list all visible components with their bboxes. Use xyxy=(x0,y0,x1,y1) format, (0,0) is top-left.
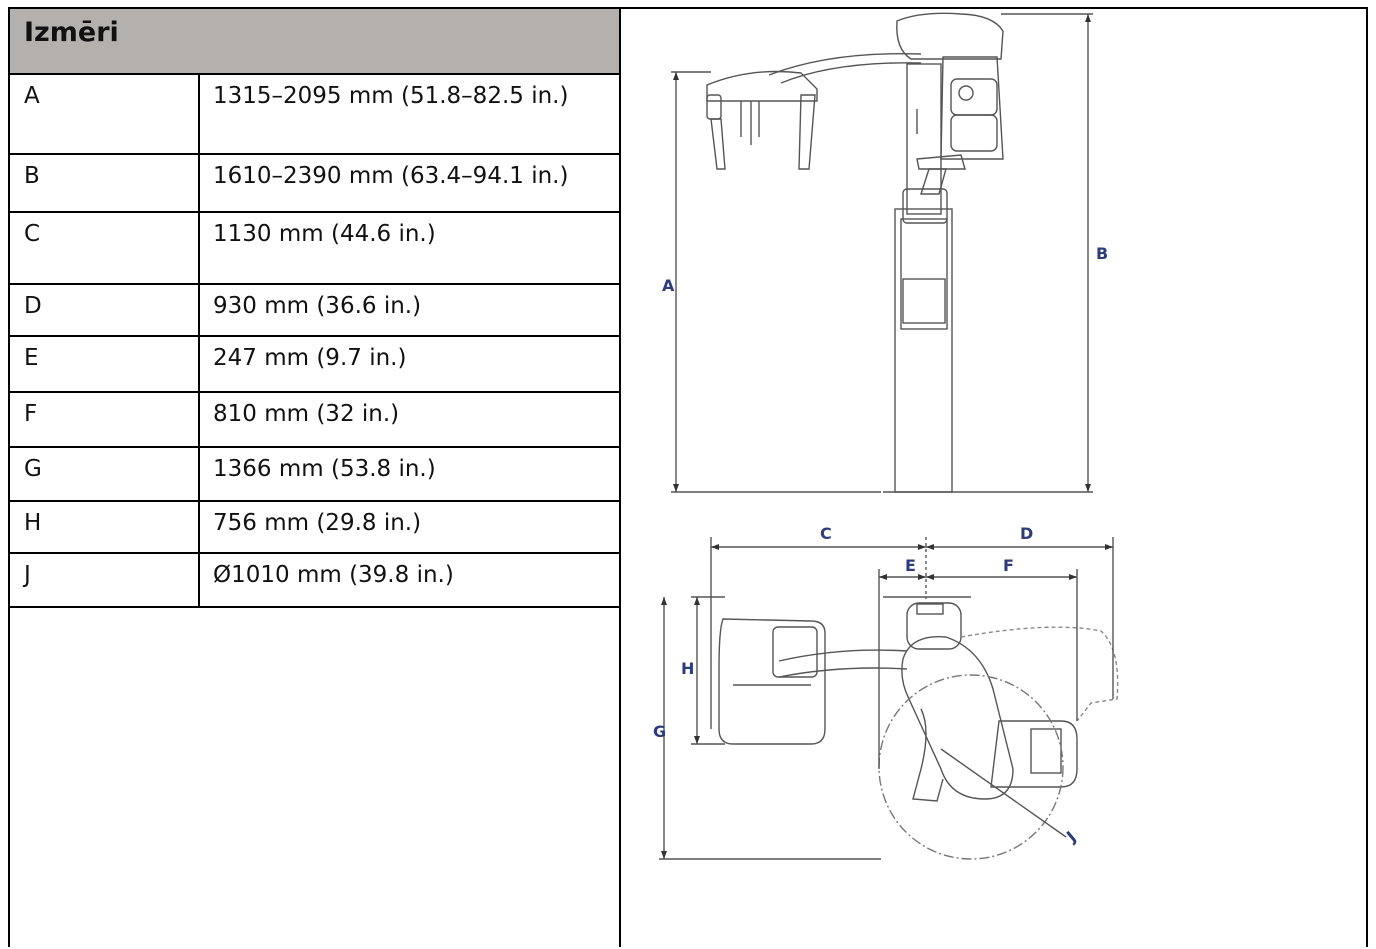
row-value: 1315–2095 mm (51.8–82.5 in.) xyxy=(213,83,569,109)
table-row: J Ø1010 mm (39.8 in.) xyxy=(10,554,619,608)
row-label: A xyxy=(24,83,40,109)
row-value: 810 mm (32 in.) xyxy=(213,401,400,427)
dimensions-table: Izmēri A 1315–2095 mm (51.8–82.5 in.) B … xyxy=(8,7,1368,947)
dimension-label-b: B xyxy=(1096,244,1108,263)
row-value: 247 mm (9.7 in.) xyxy=(213,345,407,371)
dimension-label-e: E xyxy=(905,556,916,575)
dimension-label-a: A xyxy=(662,276,675,295)
table-row: H 756 mm (29.8 in.) xyxy=(10,502,619,554)
table-row: A 1315–2095 mm (51.8–82.5 in.) xyxy=(10,75,619,155)
row-value: 930 mm (36.6 in.) xyxy=(213,293,422,319)
diagram-svg: A B C D E F G H J xyxy=(653,12,1119,860)
dimension-line-e-f xyxy=(878,569,1078,769)
column-divider xyxy=(198,213,200,283)
column-divider xyxy=(198,155,200,211)
row-label: J xyxy=(24,562,31,588)
side-view-drawing xyxy=(706,12,1004,493)
table-row: E 247 mm (9.7 in.) xyxy=(10,337,619,393)
dimensions-column: Izmēri A 1315–2095 mm (51.8–82.5 in.) B … xyxy=(10,9,621,947)
top-view-drawing xyxy=(718,596,1119,860)
table-row: B 1610–2390 mm (63.4–94.1 in.) xyxy=(10,155,619,213)
row-label: D xyxy=(24,293,42,319)
table-row: F 810 mm (32 in.) xyxy=(10,393,619,448)
column-divider xyxy=(198,393,200,446)
table-row: C 1130 mm (44.6 in.) xyxy=(10,213,619,285)
row-label: C xyxy=(24,221,41,247)
row-label: E xyxy=(24,345,39,371)
row-value: 1130 mm (44.6 in.) xyxy=(213,221,436,247)
row-value: Ø1010 mm (39.8 in.) xyxy=(213,562,454,588)
dimension-label-h: H xyxy=(681,659,694,678)
column-divider xyxy=(198,502,200,552)
dimension-line-c-d xyxy=(710,537,1114,729)
table-title: Izmēri xyxy=(10,9,619,75)
dimension-label-g: G xyxy=(653,722,666,741)
column-divider xyxy=(198,337,200,391)
dimension-line-g xyxy=(659,597,881,860)
row-label: B xyxy=(24,163,40,189)
table-row: D 930 mm (36.6 in.) xyxy=(10,285,619,337)
dimension-label-f: F xyxy=(1003,556,1014,575)
dimension-line-b xyxy=(966,13,1093,493)
column-divider xyxy=(198,554,200,606)
dimension-label-c: C xyxy=(820,524,832,543)
row-label: F xyxy=(24,401,38,427)
column-divider xyxy=(198,285,200,335)
table-row: G 1366 mm (53.8 in.) xyxy=(10,448,619,502)
dimension-line-h xyxy=(691,596,725,745)
row-value: 756 mm (29.8 in.) xyxy=(213,510,422,536)
row-value: 1366 mm (53.8 in.) xyxy=(213,456,436,482)
device-dimensions-diagram: A B C D E F G H J xyxy=(621,9,1366,949)
row-value: 1610–2390 mm (63.4–94.1 in.) xyxy=(213,163,569,189)
dimension-arrowheads xyxy=(661,14,1113,859)
dimension-label-d: D xyxy=(1020,524,1033,543)
row-label: H xyxy=(24,510,42,536)
row-label: G xyxy=(24,456,42,482)
column-divider xyxy=(198,75,200,153)
dimension-line-a xyxy=(671,71,881,493)
column-divider xyxy=(198,448,200,500)
